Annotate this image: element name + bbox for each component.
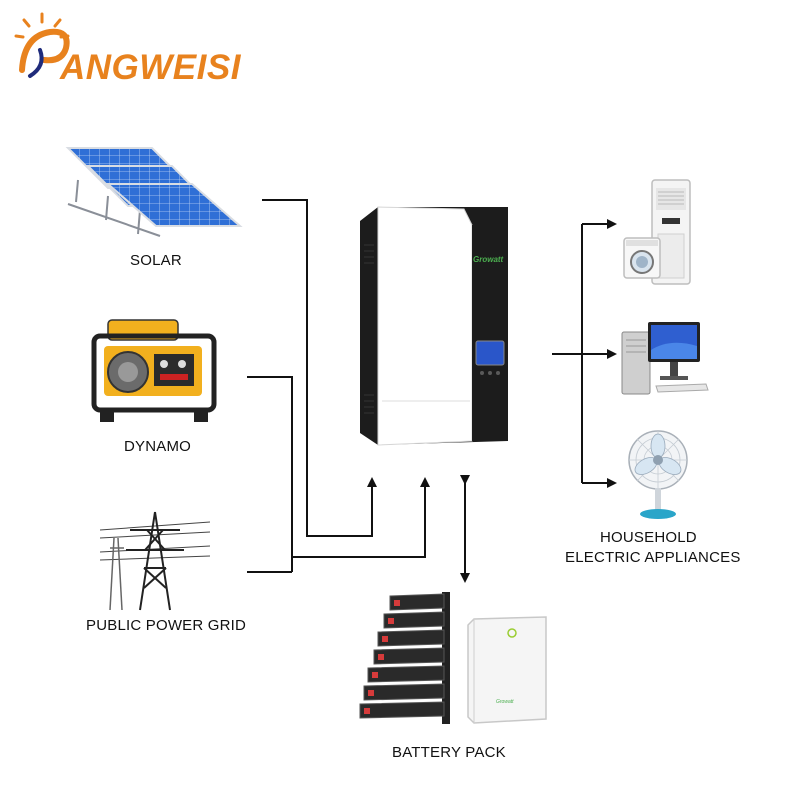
solar-label: SOLAR: [130, 252, 182, 269]
logo-text: ANGWEISI: [60, 48, 241, 87]
dynamo-label: DYNAMO: [124, 438, 192, 455]
generator-icon: [91, 319, 217, 422]
fan-icon: [628, 430, 688, 519]
power-tower-icon: [100, 511, 210, 611]
wall-battery-icon: [467, 616, 547, 724]
computer-image: [620, 320, 710, 398]
solar-panel-icon: [65, 147, 243, 237]
battery-rack-image: [356, 588, 461, 728]
computer-icon: [621, 322, 709, 395]
dynamo-connector: [247, 376, 293, 572]
generator-image: [90, 318, 220, 426]
solar-connector: [262, 199, 377, 537]
solar-panel-image: [60, 140, 245, 240]
ac-input-connector: [292, 477, 430, 558]
household-label-line1: HOUSEHOLD: [600, 529, 697, 546]
inverter-brand: Growatt: [473, 255, 504, 264]
power-tower-image: [100, 508, 210, 613]
air-conditioner-icon: [651, 179, 691, 285]
battery-brand: Growatt: [496, 699, 514, 705]
battery-pack-label: BATTERY PACK: [392, 744, 506, 761]
inverter-image: Growatt: [356, 205, 516, 450]
battery-rack-icon: [359, 592, 450, 724]
wall-battery-image: Growatt: [466, 615, 548, 725]
air-conditioner-image: [650, 178, 692, 288]
sun-logo-icon: [14, 12, 70, 78]
brand-logo: ANGWEISI: [10, 10, 250, 87]
public-power-grid-label: PUBLIC POWER GRID: [86, 617, 247, 634]
fan-image: [625, 428, 691, 520]
inverter-icon: [360, 206, 508, 446]
household-label-line2: ELECTRIC APPLIANCES: [565, 549, 741, 566]
washing-machine-icon: [623, 237, 661, 279]
washing-machine-image: [622, 236, 662, 280]
